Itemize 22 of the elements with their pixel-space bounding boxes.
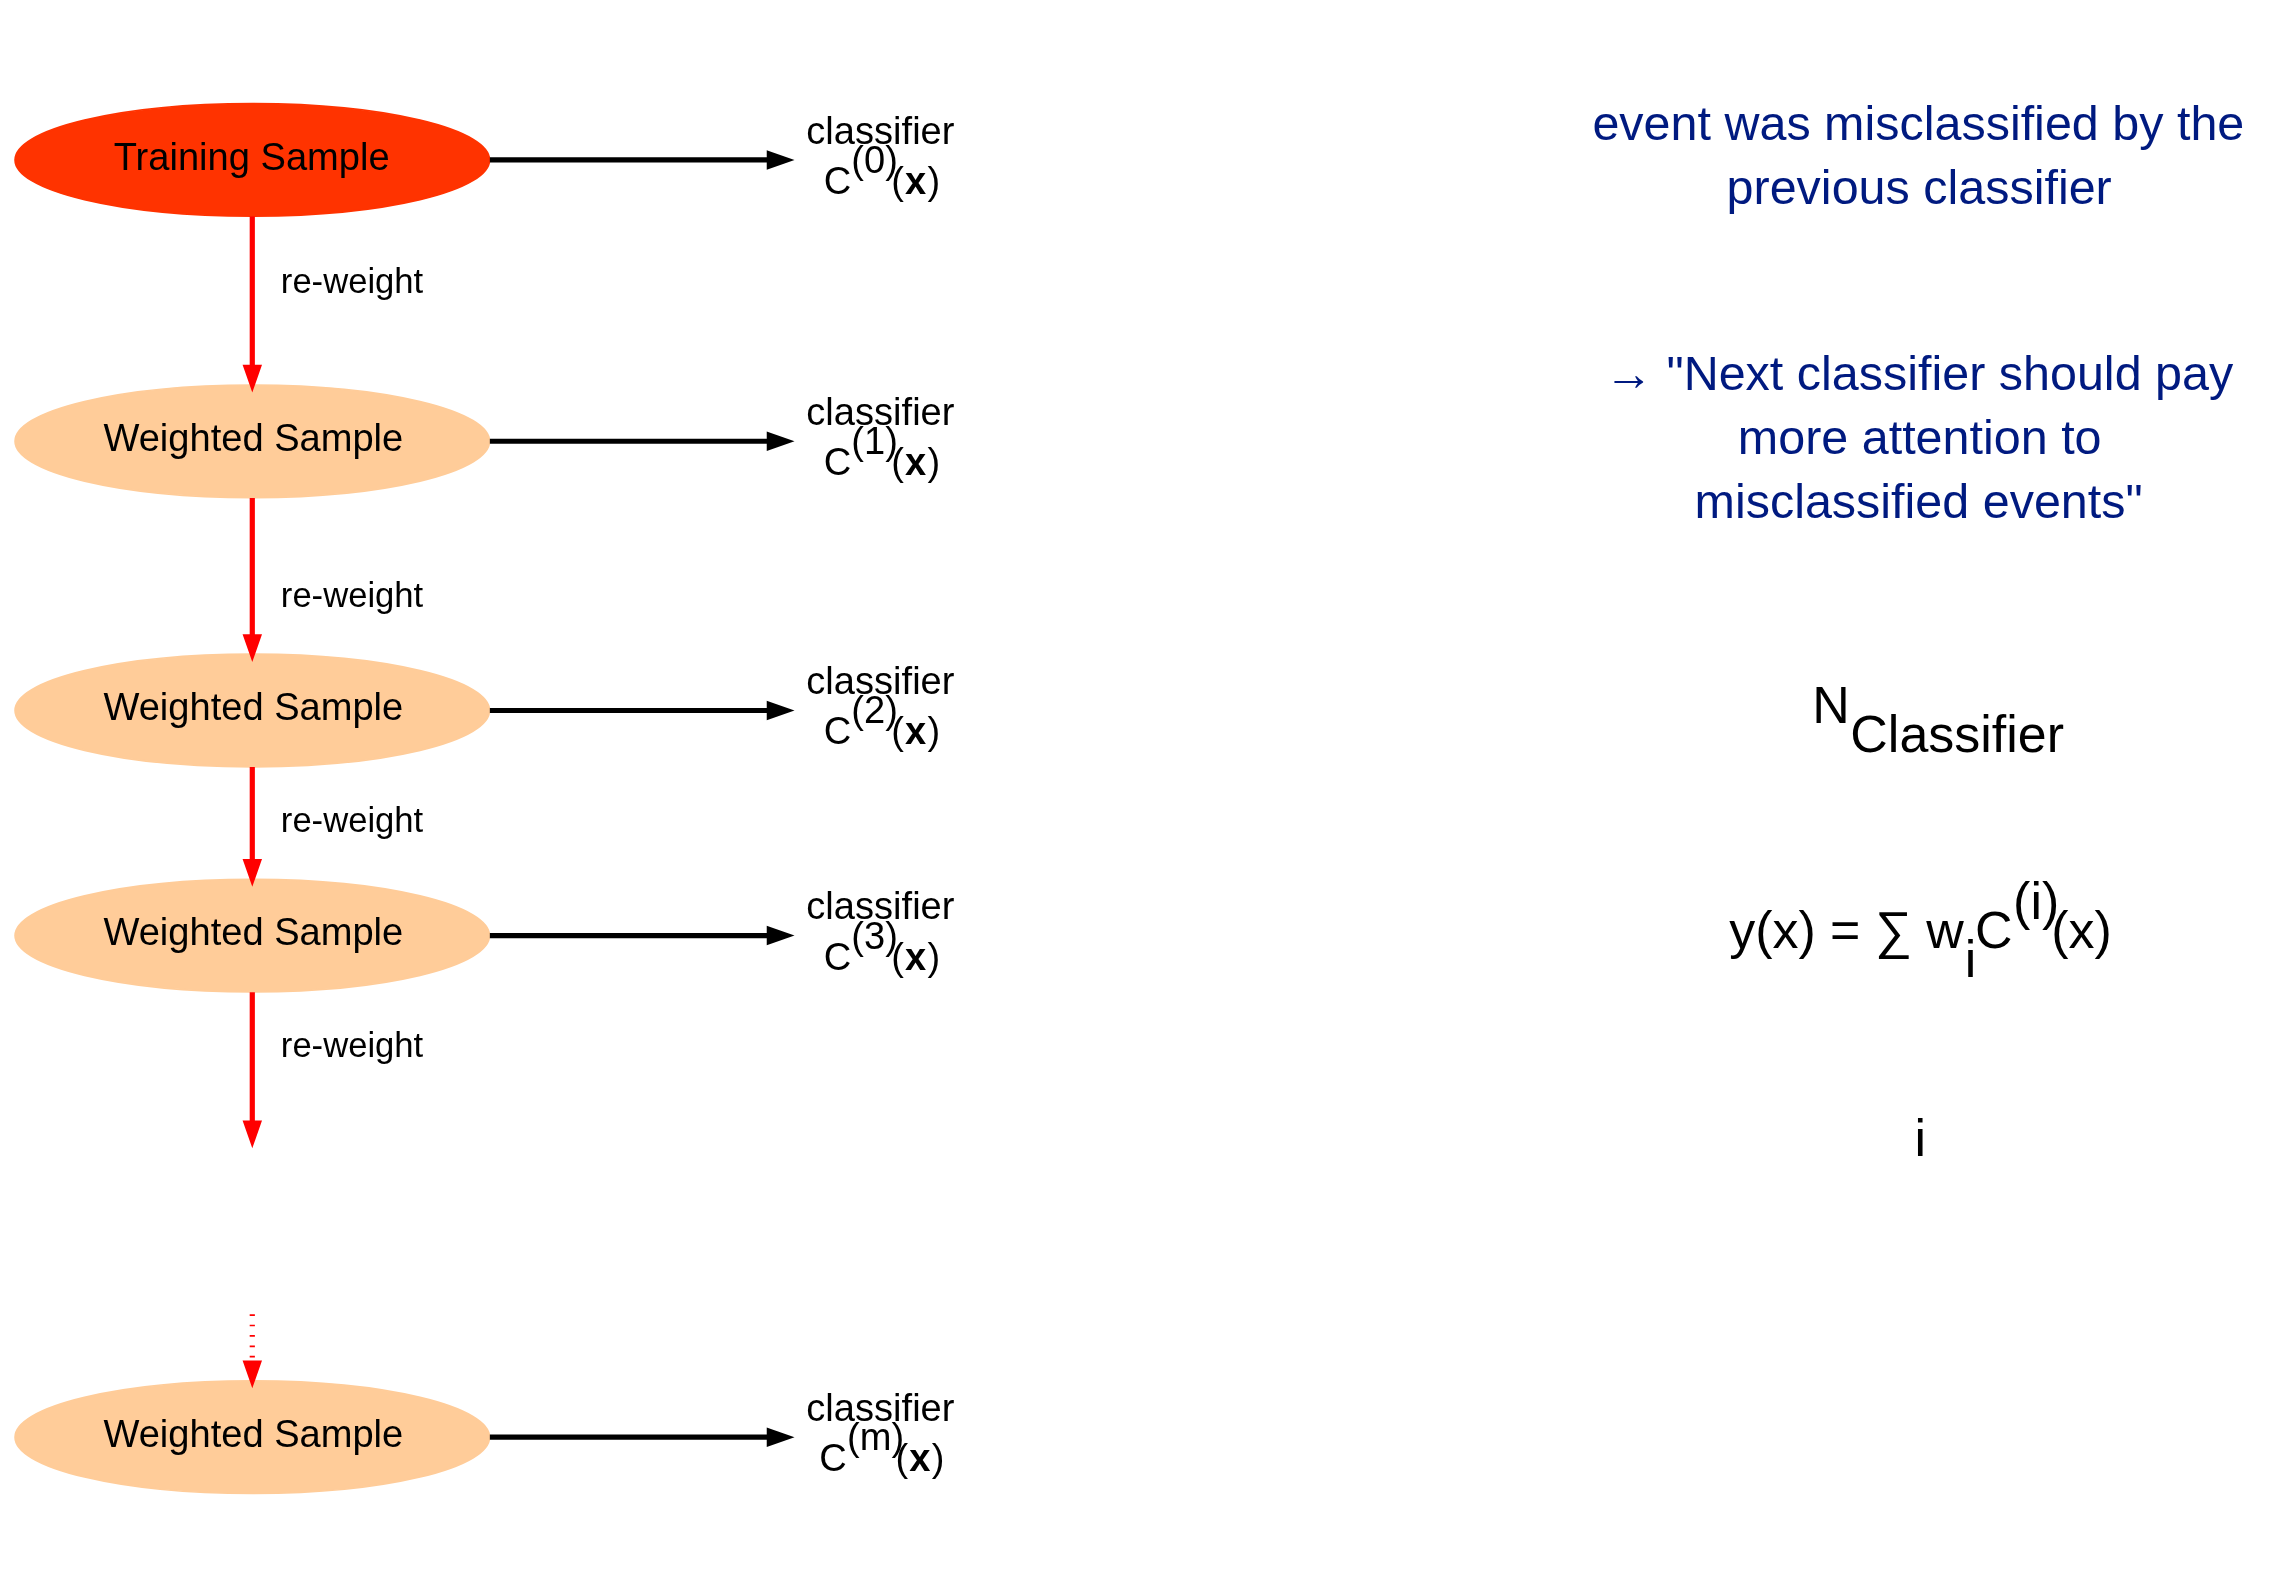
node-ellipse: Weighted Sample bbox=[14, 652, 491, 768]
arrow bbox=[242, 216, 262, 393]
arrow bbox=[242, 1313, 262, 1388]
edge-label: re-weight bbox=[280, 575, 424, 614]
node-ellipse: Training Sample bbox=[14, 102, 491, 217]
label: i bbox=[1914, 1108, 1926, 1167]
edge-label: re-weight bbox=[280, 800, 424, 839]
arrow bbox=[489, 1427, 795, 1447]
arrow bbox=[489, 925, 795, 945]
node-ellipse: Weighted Sample bbox=[14, 383, 491, 498]
edge-label: re-weight bbox=[280, 1025, 424, 1064]
arrow bbox=[242, 766, 262, 887]
arrow bbox=[242, 991, 262, 1148]
arrow bbox=[489, 149, 795, 170]
arrow bbox=[489, 431, 795, 451]
label: → "Next classifier should pay more attention to misclassified events" bbox=[1604, 345, 2234, 528]
arrow bbox=[242, 497, 262, 662]
edge-label: re-weight bbox=[280, 261, 424, 300]
node-ellipse: Weighted Sample bbox=[14, 1379, 491, 1494]
node-ellipse: Weighted Sample bbox=[14, 877, 491, 993]
arrow bbox=[489, 700, 795, 720]
label: event was misclassified by the previous classifier bbox=[1592, 95, 2245, 214]
